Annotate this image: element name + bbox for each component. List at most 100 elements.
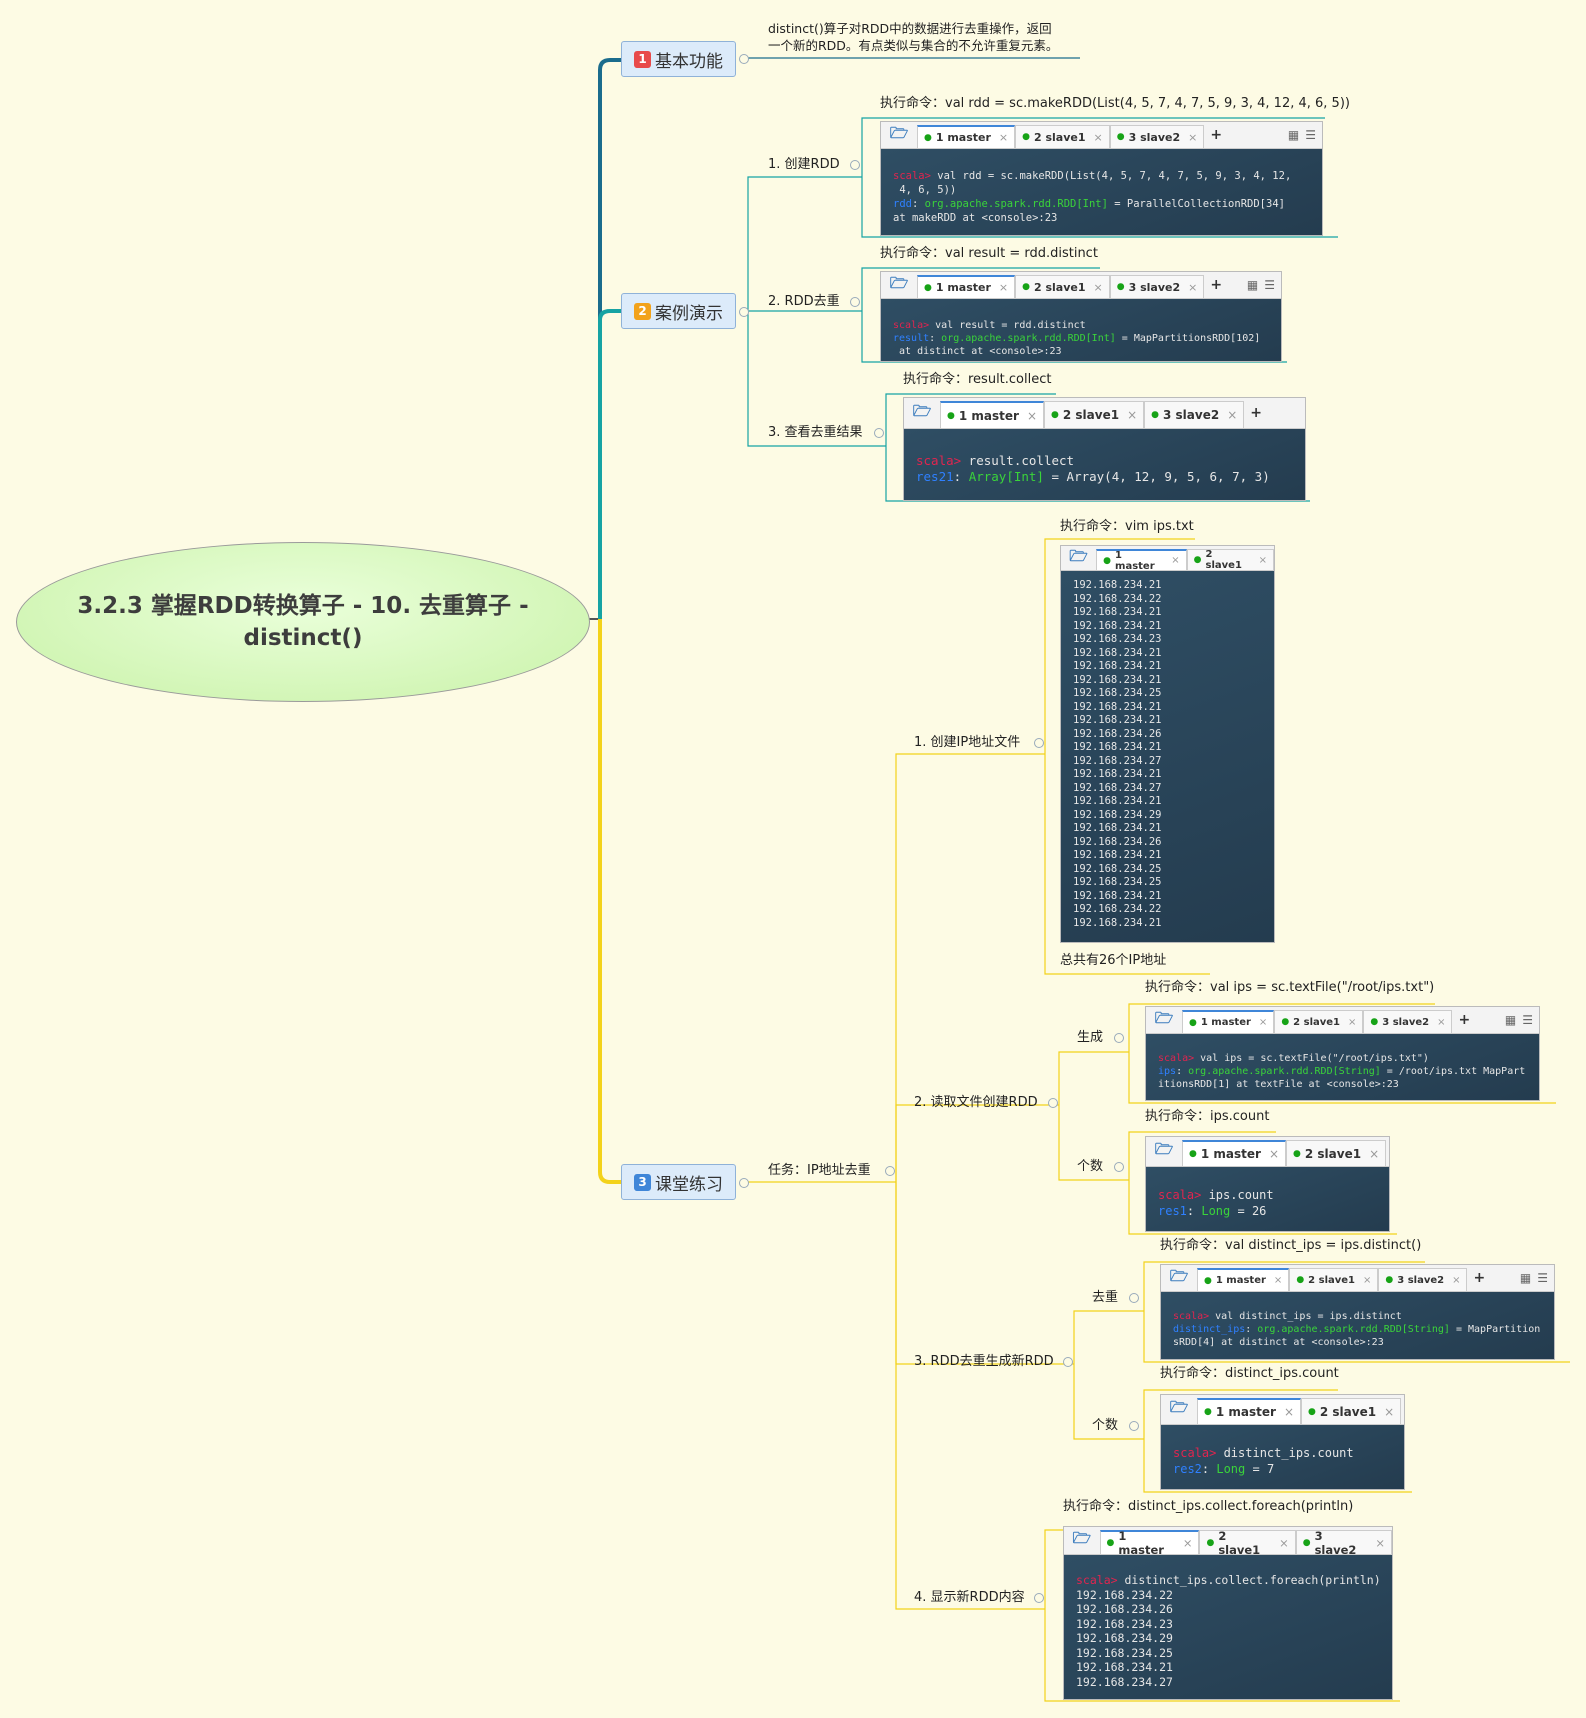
close-icon[interactable]: × (1258, 554, 1268, 566)
menu-icon[interactable]: ☰ (1264, 278, 1275, 292)
exercise-step-show-content[interactable]: 4. 显示新RDD内容 (914, 1590, 1025, 1605)
add-tab-icon[interactable]: + (1210, 277, 1223, 293)
close-icon[interactable]: × (1273, 1275, 1283, 1286)
tab-master[interactable]: ●1 master× (940, 401, 1044, 428)
close-icon[interactable]: × (998, 131, 1009, 144)
grid-icon[interactable]: ▦ (1287, 128, 1300, 142)
close-icon[interactable]: × (1268, 1147, 1279, 1161)
close-icon[interactable]: × (1182, 1536, 1193, 1550)
root-topic[interactable]: 3.2.3 掌握RDD转换算子 - 10. 去重算子 - distinct() (16, 542, 590, 702)
sub-step-count[interactable]: 个数 (1077, 1159, 1104, 1174)
tab-slave1[interactable]: ●2 slave1× (1044, 401, 1145, 428)
close-icon[interactable]: × (1369, 1146, 1380, 1161)
close-icon[interactable]: × (1279, 1535, 1289, 1550)
branch-basic-function[interactable]: 1 基本功能 (621, 41, 736, 77)
menu-icon[interactable]: ☰ (1537, 1271, 1548, 1285)
collapse-toggle[interactable] (739, 1178, 749, 1188)
collapse-toggle[interactable] (1129, 1421, 1139, 1431)
close-icon[interactable]: × (1375, 1535, 1385, 1550)
collapse-toggle[interactable] (1129, 1293, 1139, 1303)
tab-slave1[interactable]: ●2 slave1× (1289, 1268, 1379, 1291)
add-tab-icon[interactable]: + (1473, 1270, 1486, 1286)
close-icon[interactable]: × (1437, 1016, 1446, 1028)
exercise-step-distinct[interactable]: 3. RDD去重生成新RDD (914, 1354, 1054, 1369)
tab-master[interactable]: ●1 master× (917, 275, 1016, 298)
collapse-toggle[interactable] (1048, 1098, 1058, 1108)
branch-case-demo[interactable]: 2 案例演示 (621, 293, 736, 329)
exercise-step-create-file[interactable]: 1. 创建IP地址文件 (914, 735, 1021, 750)
collapse-toggle[interactable] (1034, 1593, 1044, 1603)
menu-icon[interactable]: ☰ (1305, 128, 1316, 142)
folder-icon[interactable]: 🗁 (912, 401, 932, 420)
close-icon[interactable]: × (1348, 1016, 1357, 1028)
folder-icon[interactable]: 🗁 (1154, 1140, 1174, 1158)
collapse-toggle[interactable] (739, 307, 749, 317)
tab-master[interactable]: ●1 master× (1182, 1140, 1286, 1166)
tab-master[interactable]: ●1 master× (1197, 1398, 1301, 1424)
tab-master[interactable]: ●1 master× (1099, 1529, 1200, 1557)
tab-slave2[interactable]: ●3 slave2× (1144, 401, 1245, 428)
tab-slave1[interactable]: ●2 slave1× (1286, 1140, 1387, 1166)
collapse-toggle[interactable] (1114, 1033, 1124, 1043)
sub-step-distinct[interactable]: 去重 (1092, 1290, 1119, 1305)
add-tab-icon[interactable]: + (1250, 405, 1262, 421)
tab-slave1[interactable]: ●2 slave1× (1015, 125, 1110, 148)
close-icon[interactable]: × (1283, 1405, 1294, 1419)
close-icon[interactable]: × (1093, 280, 1103, 294)
tab-slave2[interactable]: ●3 slave2× (1109, 125, 1205, 148)
grid-icon[interactable]: ▦ (1504, 1013, 1517, 1027)
demo-step-view-result[interactable]: 3. 查看去重结果 (768, 425, 863, 440)
close-icon[interactable]: × (1452, 1274, 1461, 1286)
tab-slave1[interactable]: ●2 slave1× (1301, 1398, 1402, 1424)
tab-slave2[interactable]: ●3 slave2× (1109, 275, 1205, 298)
grid-icon[interactable]: ▦ (1246, 278, 1259, 292)
grid-icon[interactable]: ▦ (1519, 1271, 1532, 1285)
tab-slave2[interactable]: ●3 slave2× (1363, 1010, 1453, 1033)
tab-master[interactable]: ●1 master× (1197, 1268, 1290, 1291)
demo-step-create-rdd[interactable]: 1. 创建RDD (768, 157, 840, 172)
menu-icon[interactable]: ☰ (1522, 1013, 1533, 1027)
close-icon[interactable]: × (1258, 1017, 1268, 1028)
sub-step-count[interactable]: 个数 (1092, 1418, 1119, 1433)
folder-icon[interactable]: 🗁 (1169, 1398, 1189, 1416)
tab-slave1[interactable]: ●2 slave1× (1186, 549, 1275, 571)
close-icon[interactable]: × (1026, 408, 1037, 423)
collapse-toggle[interactable] (885, 1166, 895, 1176)
tab-slave1[interactable]: ●2 slave1× (1274, 1010, 1364, 1033)
close-icon[interactable]: × (1188, 130, 1198, 144)
collapse-toggle[interactable] (1034, 738, 1044, 748)
collapse-toggle[interactable] (739, 54, 749, 64)
demo-step-distinct[interactable]: 2. RDD去重 (768, 294, 840, 309)
collapse-toggle[interactable] (1114, 1162, 1124, 1172)
folder-icon[interactable]: 🗁 (1069, 546, 1088, 565)
add-tab-icon[interactable]: + (1458, 1012, 1471, 1028)
close-icon[interactable]: × (1363, 1274, 1372, 1286)
tab-slave2[interactable]: ●3 slave2× (1295, 1529, 1392, 1557)
collapse-toggle[interactable] (874, 428, 884, 438)
close-icon[interactable]: × (1188, 280, 1198, 294)
close-icon[interactable]: × (1093, 130, 1103, 144)
tab-slave1[interactable]: ●2 slave1× (1015, 275, 1110, 298)
close-icon[interactable]: × (1171, 555, 1180, 566)
close-icon[interactable]: × (998, 281, 1009, 294)
close-icon[interactable]: × (1384, 1404, 1395, 1419)
folder-icon[interactable]: 🗁 (1154, 1008, 1174, 1027)
tab-slave1[interactable]: ●2 slave1× (1199, 1529, 1296, 1557)
branch-class-exercise[interactable]: 3 课堂练习 (621, 1164, 736, 1200)
tab-master[interactable]: ●1 master× (917, 125, 1016, 148)
folder-icon[interactable]: 🗁 (889, 123, 909, 142)
collapse-toggle[interactable] (1063, 1357, 1073, 1367)
collapse-toggle[interactable] (850, 160, 860, 170)
tab-master[interactable]: ●1 master× (1182, 1010, 1275, 1033)
folder-icon[interactable]: 🗁 (889, 273, 909, 292)
close-icon[interactable]: × (1127, 408, 1138, 422)
close-icon[interactable]: × (1227, 408, 1238, 422)
tab-master[interactable]: ●1 master× (1096, 549, 1187, 572)
folder-icon[interactable]: 🗁 (1169, 1266, 1189, 1285)
exercise-step-read-file[interactable]: 2. 读取文件创建RDD (914, 1095, 1038, 1110)
sub-step-generate[interactable]: 生成 (1077, 1030, 1104, 1045)
exercise-task[interactable]: 任务：IP地址去重 (768, 1163, 871, 1178)
add-tab-icon[interactable]: + (1210, 127, 1223, 143)
folder-icon[interactable]: 🗁 (1072, 1529, 1092, 1547)
tab-slave2[interactable]: ●3 slave2× (1378, 1268, 1468, 1291)
